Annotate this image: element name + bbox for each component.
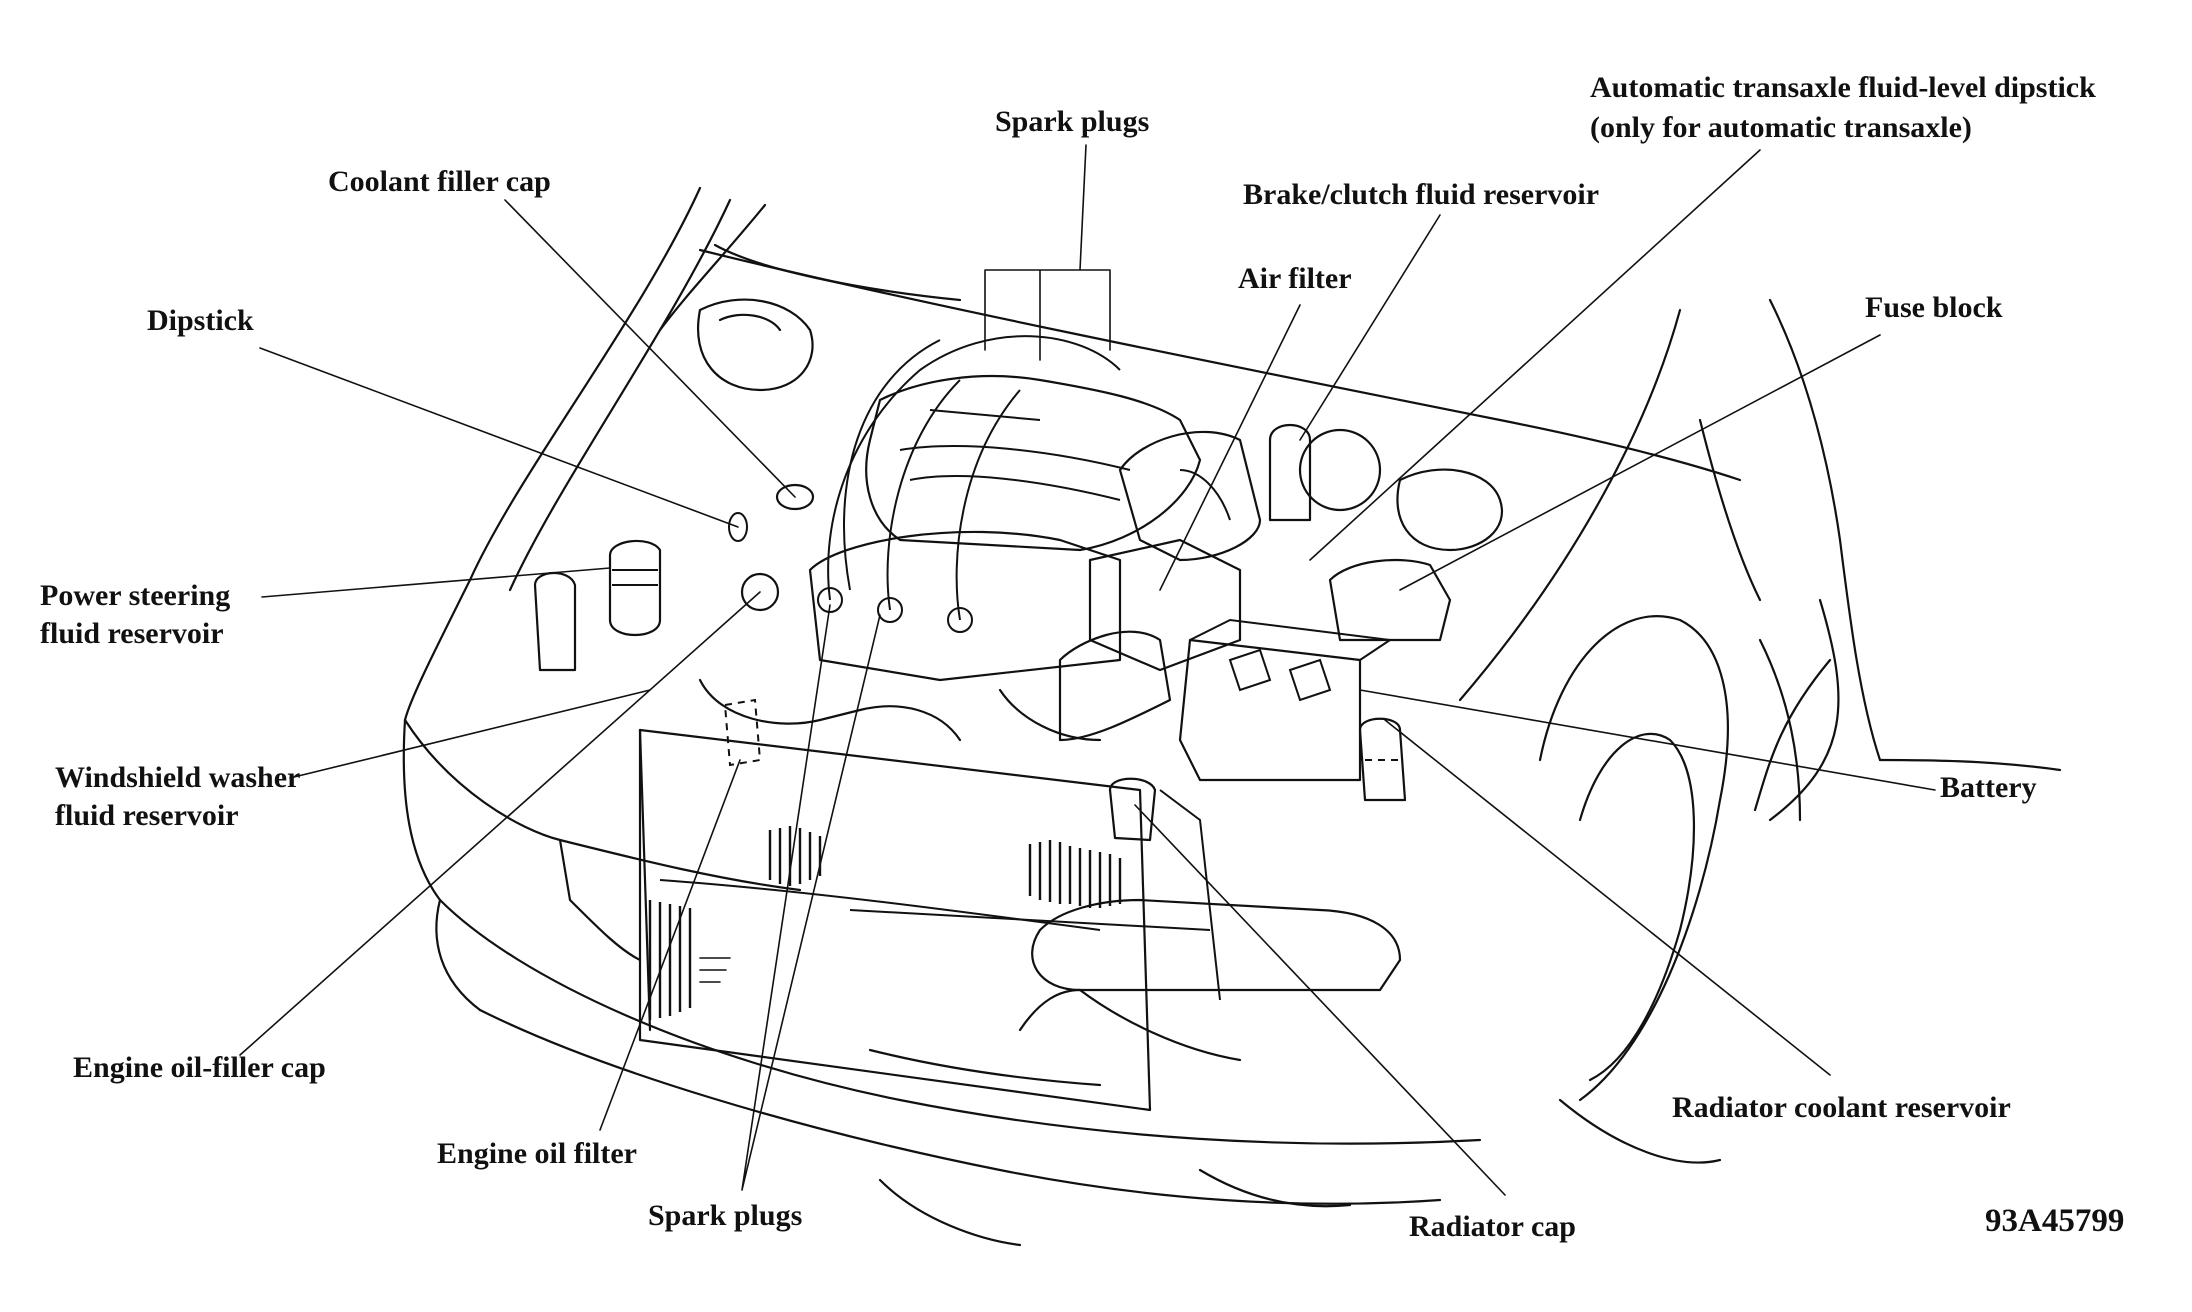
leader-coolant-filler-cap bbox=[504, 199, 796, 498]
label-coolant-filler-cap: Coolant filler cap bbox=[328, 165, 551, 198]
leader-coolant-reservoir bbox=[1384, 719, 1831, 1076]
label-air-filter: Air filter bbox=[1238, 262, 1352, 295]
label-engine-oil-filler-cap: Engine oil-filler cap bbox=[73, 1051, 326, 1084]
label-dipstick: Dipstick bbox=[147, 304, 254, 337]
engine bbox=[533, 298, 1503, 842]
label-atf-dipstick-line1: Automatic transaxle fluid-level dipstick bbox=[1590, 71, 2096, 104]
leader-dipstick bbox=[259, 347, 739, 528]
label-washer-line1: Windshield washer bbox=[55, 761, 301, 794]
label-brake-clutch-reservoir: Brake/clutch fluid reservoir bbox=[1243, 178, 1600, 211]
leader-brake-clutch bbox=[1299, 214, 1441, 441]
leader-washer bbox=[289, 689, 651, 779]
label-washer-line2: fluid reservoir bbox=[55, 799, 239, 832]
label-battery: Battery bbox=[1940, 771, 2037, 804]
label-power-steering-line1: Power steering bbox=[40, 579, 231, 612]
label-spark-plugs-top: Spark plugs bbox=[995, 105, 1150, 138]
label-atf-dipstick-line2: (only for automatic transaxle) bbox=[1590, 111, 1972, 144]
leader-air-filter bbox=[1159, 304, 1301, 591]
leader-radiator-cap bbox=[1134, 804, 1506, 1196]
label-spark-plugs-bottom: Spark plugs bbox=[648, 1199, 803, 1232]
label-engine-oil-filter: Engine oil filter bbox=[437, 1137, 637, 1170]
leader-spark-plugs-bottom bbox=[741, 604, 881, 1191]
leader-power-steering bbox=[261, 567, 611, 598]
leader-oil-filter bbox=[599, 759, 741, 1131]
label-radiator-cap: Radiator cap bbox=[1409, 1210, 1576, 1243]
figure-code: 93A45799 bbox=[1985, 1203, 2125, 1239]
leader-oil-filler-cap bbox=[239, 591, 761, 1056]
leader-fuse-block bbox=[1399, 334, 1881, 591]
leader-spark-plugs-top bbox=[984, 144, 1111, 361]
label-power-steering-line2: fluid reservoir bbox=[40, 617, 224, 650]
leader-atf-dipstick bbox=[1309, 149, 1761, 561]
leader-battery bbox=[1359, 689, 1936, 791]
car-body bbox=[402, 186, 2062, 1247]
label-radiator-coolant-reservoir: Radiator coolant reservoir bbox=[1672, 1091, 2011, 1124]
label-fuse-block: Fuse block bbox=[1865, 291, 2003, 324]
grille bbox=[648, 826, 1122, 1020]
leader-lines bbox=[239, 144, 1936, 1196]
